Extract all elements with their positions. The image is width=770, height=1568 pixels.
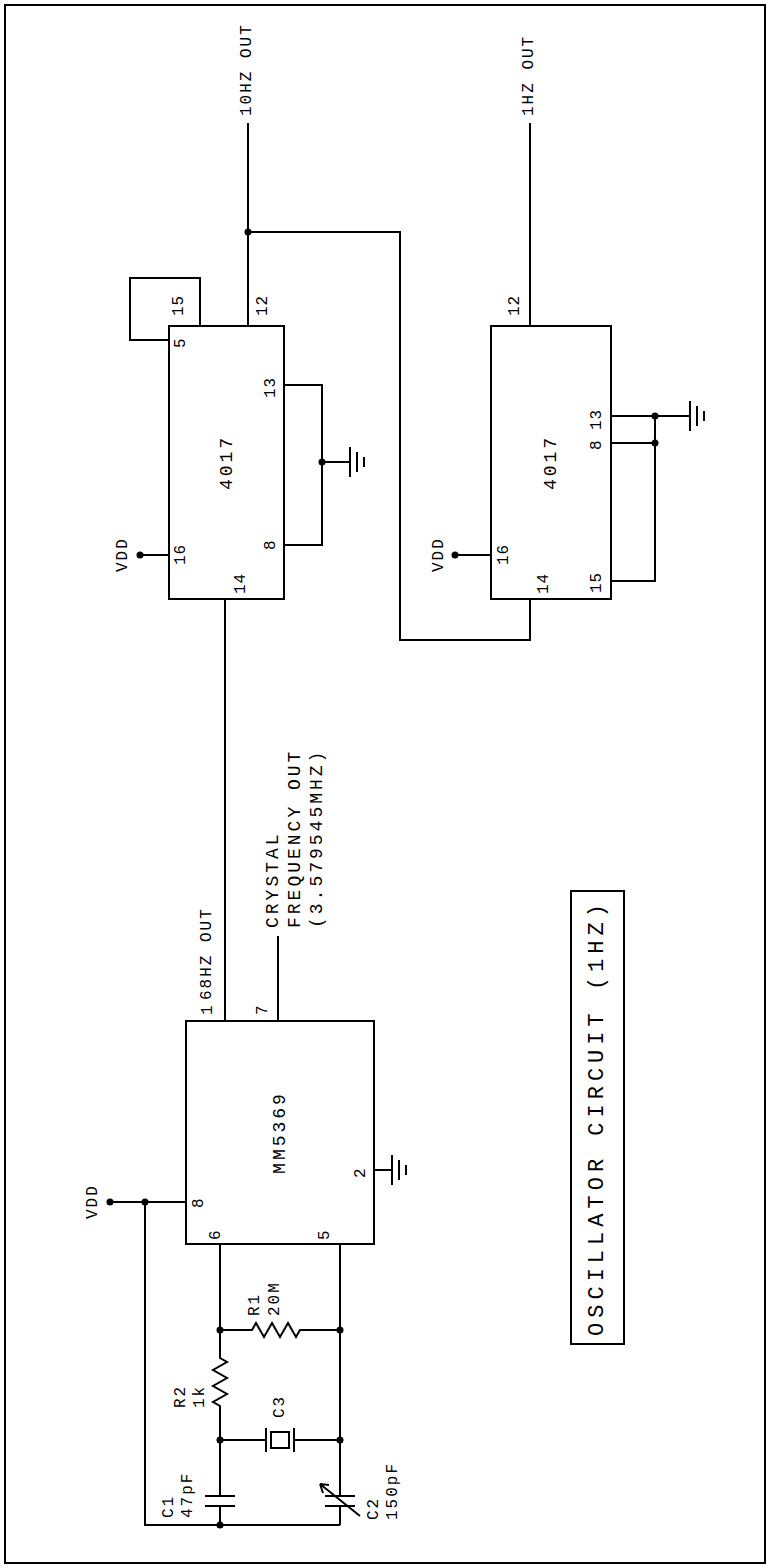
wire-part (652, 413, 659, 420)
wire-part (337, 1437, 344, 1444)
ic-name: 4017 (540, 435, 562, 490)
vdd-wire (140, 554, 168, 556)
pin-number: 12 (506, 295, 525, 316)
pin-number: 5 (172, 337, 191, 348)
supply-label: VDD (430, 537, 449, 572)
crystal-symbol (271, 1432, 289, 1448)
signal-label: CRYSTAL FREQUENCY OUT (3.579545MHZ) (262, 738, 328, 928)
pin-number: 16 (172, 544, 191, 565)
resistor-symbol (220, 1323, 340, 1337)
signal-label: 1HZ OUT (520, 35, 539, 116)
wire-part (337, 1327, 344, 1334)
pin-number: 13 (588, 409, 607, 430)
pin6-wire (219, 1245, 221, 1330)
wire-part (217, 1437, 224, 1444)
pin-number: 2 (352, 1167, 371, 1178)
component-value: 47pF (179, 1472, 198, 1518)
junction-dots (107, 229, 659, 1529)
pin-number: 5 (316, 1229, 335, 1240)
ground-symbol (375, 1155, 406, 1185)
signal-wire (224, 600, 226, 1020)
pin-number: 8 (588, 439, 607, 450)
signal-wire (248, 232, 530, 640)
wire-part (107, 1199, 114, 1206)
component-label: C3 (271, 1395, 290, 1418)
pin5-wire (339, 1245, 341, 1496)
ic-name: MM5369 (269, 1091, 291, 1174)
wire-part (217, 1522, 224, 1529)
pin7-wire (277, 936, 279, 1020)
wire-part (217, 1327, 224, 1334)
sheet-border (5, 5, 765, 1563)
vdd-wire (455, 554, 490, 556)
title-text: OSCILLATOR CIRCUIT (1HZ) (587, 899, 609, 1336)
title-box: OSCILLATOR CIRCUIT (1HZ) (570, 890, 625, 1345)
supply-label: VDD (114, 537, 133, 572)
pin-number: 14 (232, 573, 251, 594)
ic-package: MM5369 (185, 1020, 375, 1245)
component-label: R2 (172, 1385, 191, 1408)
ic-name: 4017 (216, 435, 238, 490)
pin12-wire (529, 123, 531, 325)
component-value: 1k (191, 1385, 210, 1408)
component-value: 20M (266, 1281, 285, 1316)
ground-symbol (612, 401, 704, 581)
pin-number: 1 (199, 1004, 218, 1015)
ground-symbol (285, 385, 364, 545)
component-label: C2 (365, 1497, 384, 1520)
crystal-symbol (220, 1428, 340, 1452)
wire-part (137, 552, 144, 559)
vdd-rail (145, 1202, 340, 1525)
signal-label: 68HZ OUT (198, 907, 217, 1000)
pin-number: 8 (190, 1197, 209, 1208)
pin-number: 8 (262, 539, 281, 550)
wire-part (652, 440, 659, 447)
pin-number: 15 (170, 295, 189, 316)
resistor-symbol (213, 1330, 227, 1440)
wire-part (452, 552, 459, 559)
wire-part (142, 1199, 149, 1206)
supply-label: VDD (84, 1184, 103, 1219)
pin-number: 12 (254, 295, 273, 316)
component-value: 150pF (384, 1462, 403, 1520)
component-label: C1 (160, 1495, 179, 1518)
pin-number: 14 (535, 573, 554, 594)
pin-number: 7 (254, 1004, 273, 1015)
pin-number: 6 (207, 1229, 226, 1240)
signal-label: 10HZ OUT (238, 23, 257, 116)
pin-number: 15 (588, 572, 607, 593)
pin-number: 13 (262, 377, 281, 398)
wire-part (319, 459, 326, 466)
capacitor-symbol (205, 1440, 235, 1525)
component-label: R1 (246, 1293, 265, 1316)
pin-number: 16 (495, 544, 514, 565)
trimmer-arrow (320, 1484, 360, 1516)
